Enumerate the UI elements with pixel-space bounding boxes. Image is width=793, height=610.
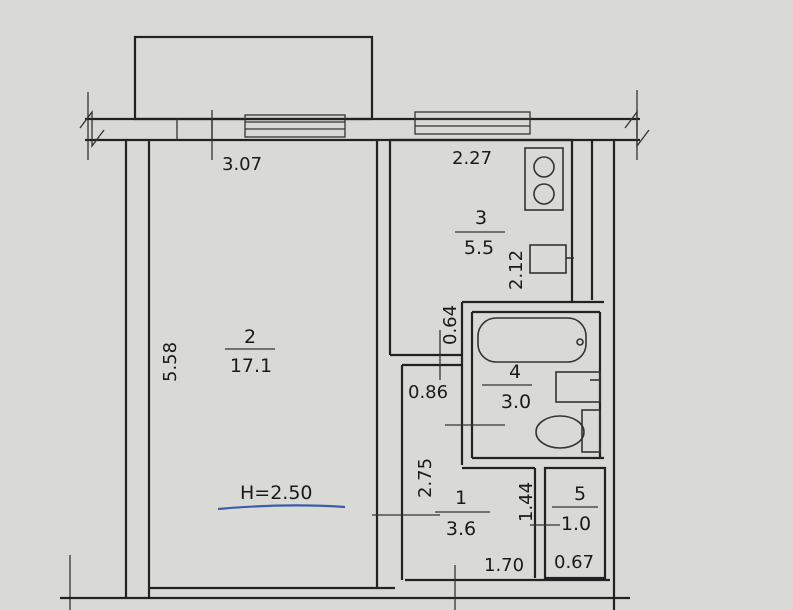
room-3-area: 5.5	[464, 237, 494, 259]
dim-2-75: 2.75	[415, 458, 436, 498]
balcony	[133, 35, 374, 121]
window-room-3	[414, 111, 531, 135]
room-2-number: 2	[244, 326, 256, 348]
room-4-number: 4	[509, 361, 521, 383]
window-room-2	[244, 114, 346, 138]
ceiling-height-underline	[217, 504, 346, 511]
dim-2-27: 2.27	[452, 148, 492, 169]
room-2-area: 17.1	[230, 355, 272, 377]
room-5-number: 5	[574, 483, 586, 505]
toilet-icon	[535, 409, 601, 453]
dim-5-58: 5.58	[160, 342, 181, 382]
dim-3-07: 3.07	[222, 154, 262, 175]
ceiling-height: H=2.50	[240, 482, 313, 504]
exterior-wall-right	[590, 140, 616, 610]
dimension-lines	[225, 231, 598, 610]
dim-0-64: 0.64	[440, 305, 461, 345]
dim-0-86: 0.86	[408, 382, 448, 403]
dim-2-12: 2.12	[506, 250, 527, 290]
bathtub-icon	[477, 317, 587, 363]
stove-icon	[524, 147, 564, 211]
dim-0-67: 0.67	[554, 552, 594, 573]
dim-1-70: 1.70	[484, 555, 524, 576]
washbasin-icon	[555, 371, 601, 403]
room-4-area: 3.0	[501, 391, 531, 413]
exterior-wall-left	[69, 140, 151, 610]
room-1-number: 1	[455, 487, 467, 509]
dim-1-44: 1.44	[516, 482, 537, 522]
room-5-walls	[462, 466, 607, 580]
room-3-walls	[390, 138, 604, 304]
partition-room-2	[375, 140, 462, 588]
sink-icon	[529, 244, 574, 274]
room-5-area: 1.0	[561, 513, 591, 535]
exterior-wall-bottom	[60, 578, 630, 600]
room-3-number: 3	[475, 207, 487, 229]
room-1-area: 3.6	[446, 518, 476, 540]
